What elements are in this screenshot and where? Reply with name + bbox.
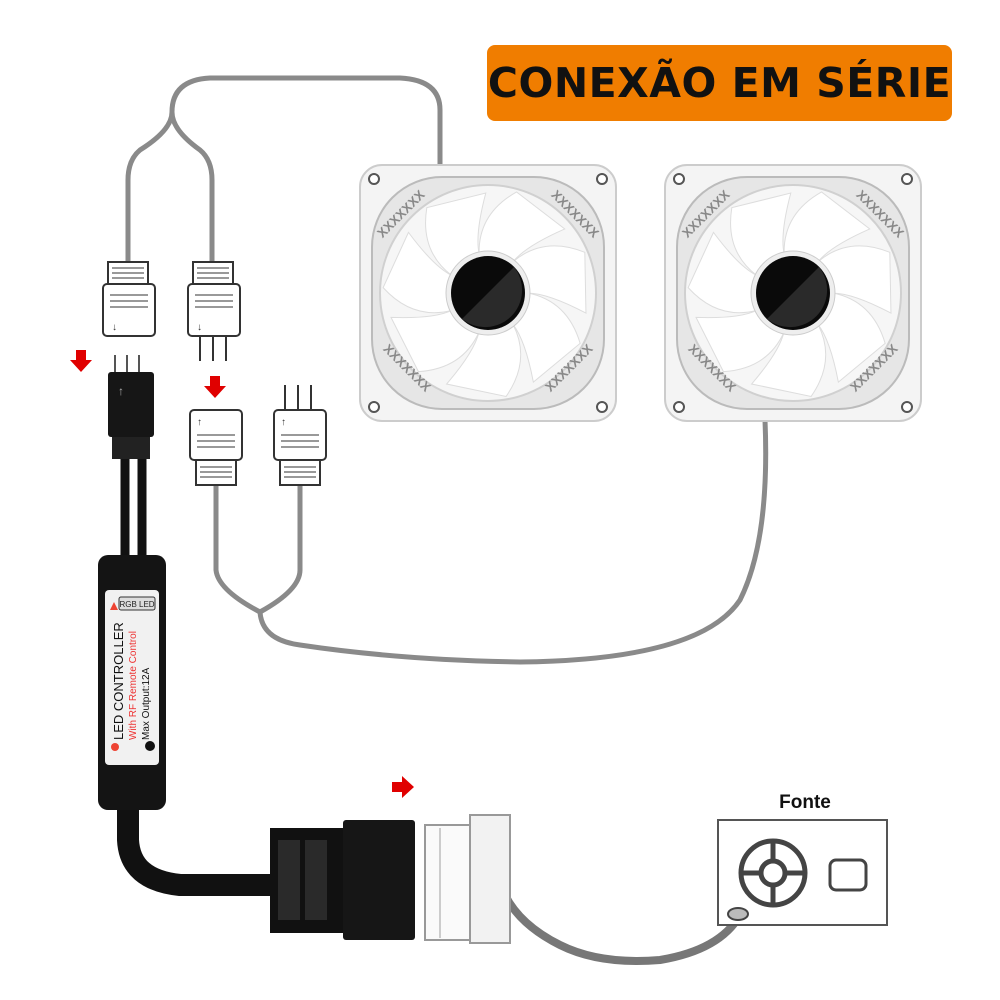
svg-text:↓: ↓ xyxy=(112,322,117,333)
controller-plug: ↑ xyxy=(108,355,154,459)
power-wire xyxy=(501,893,744,965)
led-controller: RGB LED LED CONTROLLER With RF Remote Co… xyxy=(98,555,166,810)
connector-male-a: ↓ xyxy=(187,261,241,361)
connector-female-b: ↑ xyxy=(189,409,243,486)
controller-output-cable xyxy=(117,805,275,896)
controller-title: LED CONTROLLER xyxy=(111,622,126,740)
arrow-down-icon xyxy=(204,376,226,398)
svg-text:↑: ↑ xyxy=(281,417,286,428)
power-supply-icon xyxy=(717,819,888,926)
connector-female-a: ↓ xyxy=(102,261,156,337)
rgb-led-badge: RGB LED xyxy=(119,600,154,609)
power-supply-label: Fonte xyxy=(779,792,831,813)
arrow-right-icon xyxy=(392,776,414,798)
rgb-wires xyxy=(125,75,769,665)
page-title: CONEXÃO EM SÉRIE xyxy=(487,59,952,107)
controller-input-cable xyxy=(120,455,147,560)
connector-male-b: ↑ xyxy=(273,385,327,486)
title-banner: CONEXÃO EM SÉRIE xyxy=(487,45,952,121)
arrow-down-icon xyxy=(70,350,92,372)
molex-male-connector xyxy=(270,820,415,940)
svg-text:↓: ↓ xyxy=(197,322,202,333)
svg-text:↑: ↑ xyxy=(118,384,124,398)
controller-subtitle: With RF Remote Control xyxy=(128,631,139,740)
molex-female-connector xyxy=(424,814,511,944)
controller-max-output: Max Output:12A xyxy=(141,667,152,740)
svg-text:↑: ↑ xyxy=(197,417,202,428)
